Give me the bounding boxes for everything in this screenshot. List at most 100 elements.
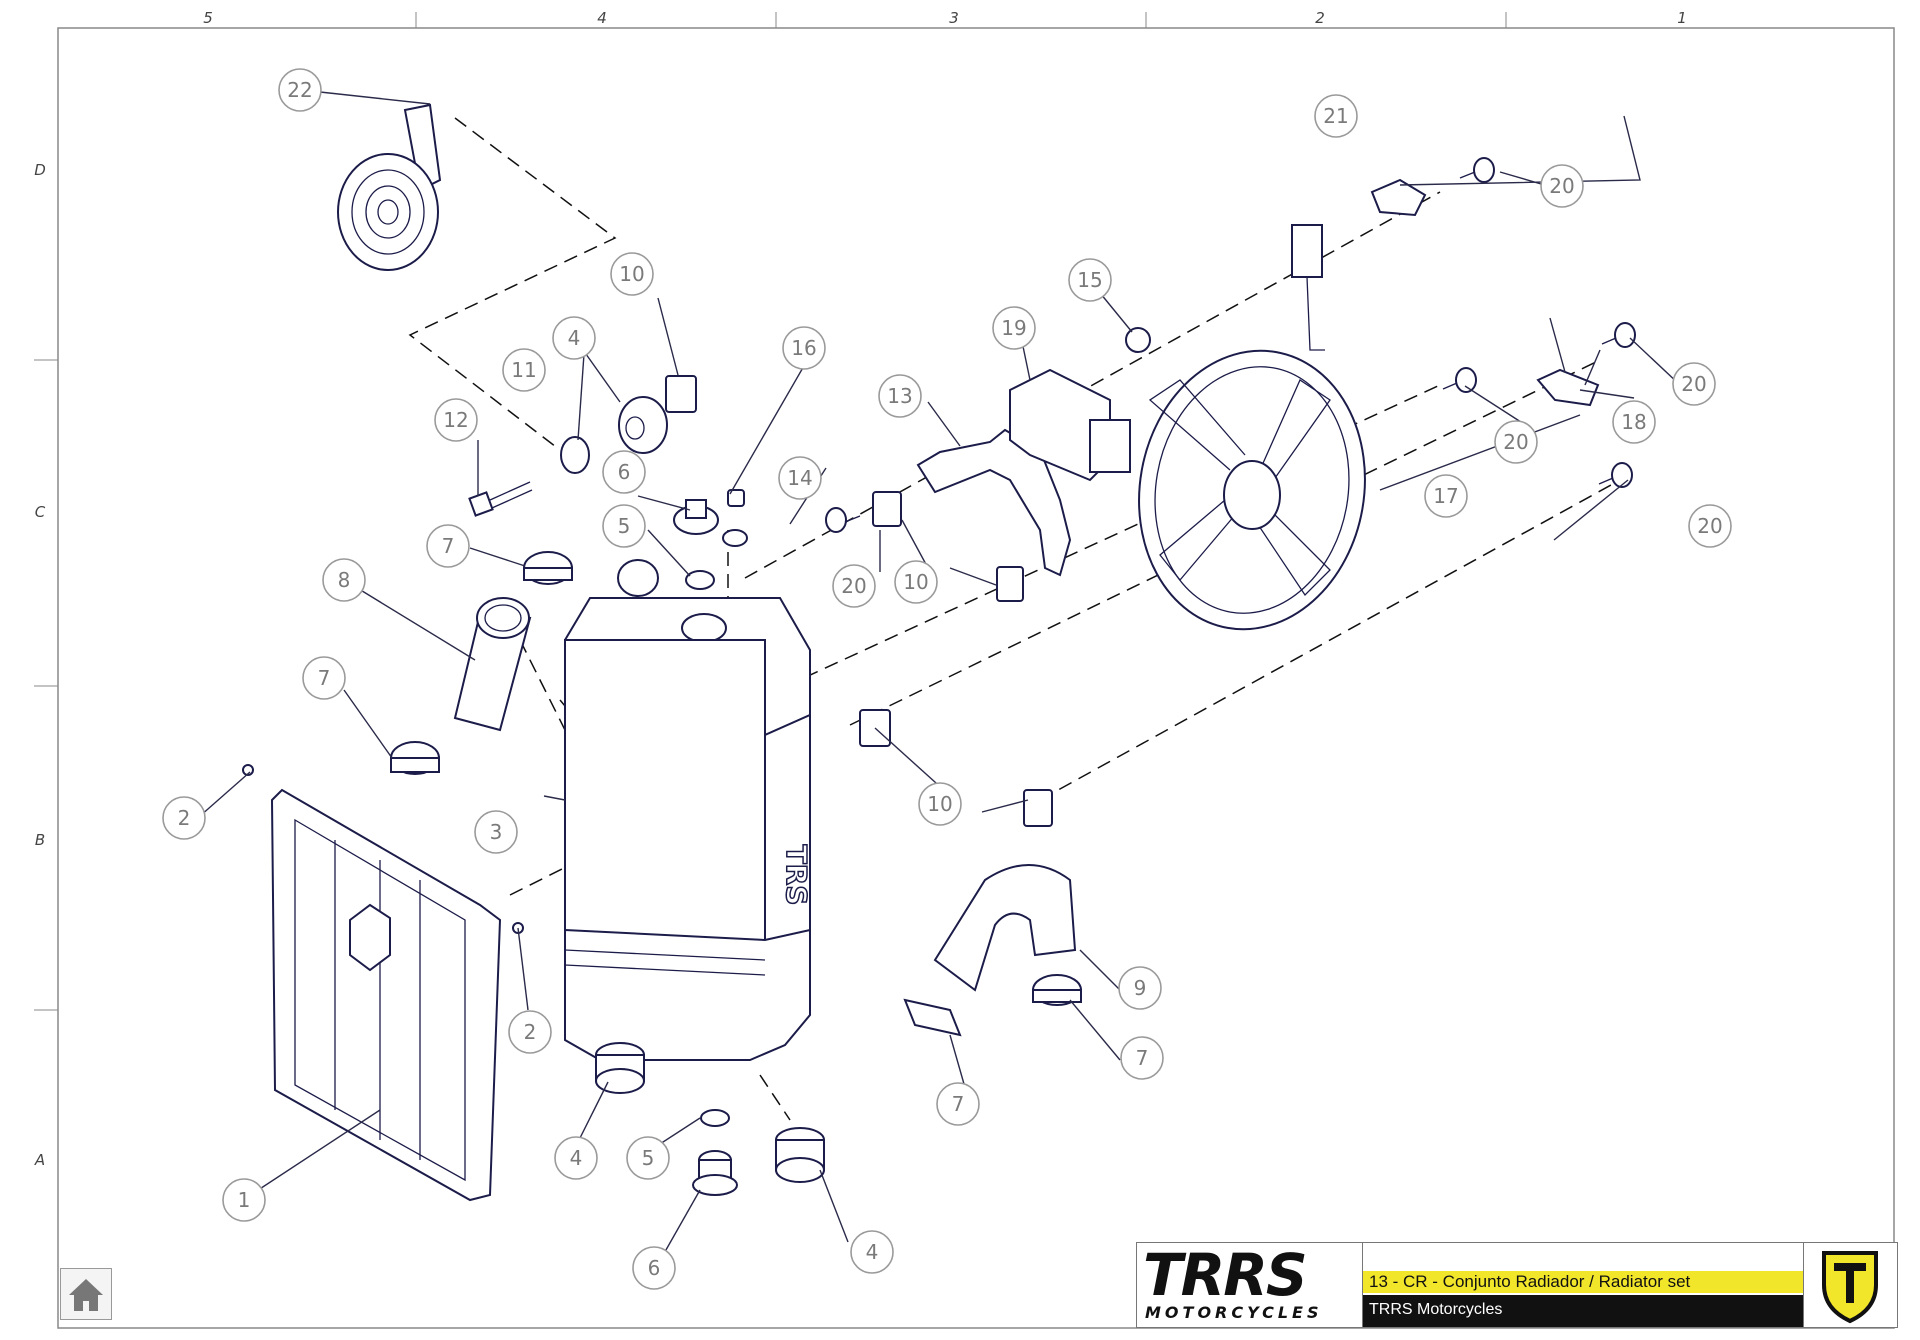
svg-text:17: 17 [1433, 484, 1458, 508]
lower-grommet-part [595, 1042, 825, 1183]
small-screw-part [242, 764, 254, 776]
svg-text:3: 3 [490, 820, 503, 844]
svg-text:5: 5 [618, 514, 631, 538]
callout-6: 6 [632, 1246, 676, 1290]
upper-hose-part [453, 597, 532, 732]
svg-text:15: 15 [1077, 268, 1102, 292]
trrs-shield-icon [1822, 1251, 1878, 1324]
radiator-guard-part [270, 788, 502, 1202]
callout-17: 17 [1424, 474, 1468, 518]
callout-22: 22 [278, 68, 322, 112]
logo-subtext: MOTORCYCLES [1145, 1303, 1323, 1322]
callout-2: 2 [162, 796, 206, 840]
callout-12: 12 [434, 398, 478, 442]
bolt-part [468, 481, 533, 517]
callout-5: 5 [602, 504, 646, 548]
callout-11: 11 [502, 348, 546, 392]
callout-4: 4 [554, 1136, 598, 1180]
svg-text:5: 5 [642, 1146, 655, 1170]
callout-1: 1 [222, 1178, 266, 1222]
svg-text:10: 10 [927, 792, 952, 816]
callout-4: 4 [552, 316, 596, 360]
drawing-title: 13 - CR - Conjunto Radiador / Radiator s… [1369, 1272, 1691, 1291]
callout-15: 15 [1068, 258, 1112, 302]
title-highlight [1363, 1271, 1803, 1293]
radiator-part: TRS [564, 559, 814, 1061]
subtitle-background [1363, 1295, 1803, 1327]
svg-text:7: 7 [442, 534, 455, 558]
nut-part [1125, 327, 1151, 353]
clip-nut-part [665, 375, 1053, 827]
callout-20: 20 [1540, 164, 1584, 208]
svg-text:6: 6 [618, 460, 631, 484]
washer-part [560, 436, 590, 474]
callout-21: 21 [1314, 94, 1358, 138]
trrs-logo: TRRS MOTORCYCLES [1137, 1243, 1363, 1327]
hose-clamp-part [390, 551, 1082, 1037]
callout-19: 19 [992, 306, 1036, 350]
svg-text:4: 4 [568, 326, 581, 350]
logo-wordmark: TRRS [1143, 1241, 1308, 1309]
grommet-part [618, 396, 668, 454]
drawing-subtitle: TRRS Motorcycles [1369, 1301, 1503, 1318]
svg-text:10: 10 [903, 570, 928, 594]
svg-text:9: 9 [1134, 976, 1147, 1000]
svg-text:20: 20 [1697, 514, 1722, 538]
svg-text:12: 12 [443, 408, 468, 432]
callout-4: 4 [850, 1230, 894, 1274]
mounting-bracket-part [916, 428, 1072, 577]
grid-col-label: 5 [203, 9, 213, 27]
grid-row-label: C [35, 503, 46, 521]
cooling-fan-part [1138, 224, 1366, 631]
callout-20: 20 [1672, 362, 1716, 406]
svg-text:11: 11 [511, 358, 536, 382]
grid-row-label: D [34, 161, 46, 179]
callout-20: 20 [1688, 504, 1732, 548]
badge-cell [1803, 1243, 1897, 1327]
callout-9: 9 [1118, 966, 1162, 1010]
svg-text:14: 14 [787, 466, 812, 490]
callout-10: 10 [918, 782, 962, 826]
callout-2: 2 [508, 1010, 552, 1054]
svg-text:2: 2 [524, 1020, 537, 1044]
grid-columns: 5 4 3 2 1 [203, 9, 1687, 28]
callout-6: 6 [602, 450, 646, 494]
svg-text:10: 10 [619, 262, 644, 286]
svg-text:8: 8 [338, 568, 351, 592]
title-block: TRRS MOTORCYCLES 13 - CR - Conjunto Radi… [1136, 1242, 1898, 1328]
callout-10: 10 [610, 252, 654, 296]
svg-text:22: 22 [287, 78, 312, 102]
grid-col-label: 1 [1677, 9, 1687, 27]
grid-rows: D C B A [34, 161, 58, 1169]
svg-text:20: 20 [841, 574, 866, 598]
svg-text:1: 1 [238, 1188, 251, 1212]
svg-text:19: 19 [1001, 316, 1026, 340]
callout-7: 7 [1120, 1036, 1164, 1080]
svg-text:20: 20 [1549, 174, 1574, 198]
drain-plug-part [692, 1150, 738, 1196]
svg-text:18: 18 [1621, 410, 1646, 434]
callout-10: 10 [894, 560, 938, 604]
home-button[interactable] [60, 1268, 112, 1320]
svg-text:7: 7 [1136, 1046, 1149, 1070]
cable-clip-part [1370, 178, 1600, 407]
svg-text:13: 13 [887, 384, 912, 408]
callout-8: 8 [322, 558, 366, 602]
callout-14: 14 [778, 456, 822, 500]
svg-text:7: 7 [318, 666, 331, 690]
grid-col-label: 3 [949, 9, 959, 27]
svg-text:20: 20 [1681, 372, 1706, 396]
o-ring-part [685, 570, 715, 590]
callout-7: 7 [302, 656, 346, 700]
horn-part [337, 103, 442, 271]
svg-text:4: 4 [570, 1146, 583, 1170]
bleed-screw-part [727, 489, 745, 507]
svg-text:7: 7 [952, 1092, 965, 1116]
callout-7: 7 [936, 1082, 980, 1126]
callouts: 1 2 2 3 4 4 4 4 5 5 6 6 7 7 7 7 7 8 9 10… [162, 68, 1732, 1290]
grid-row-label: B [35, 831, 45, 849]
radiator-brand-text: TRS [780, 845, 813, 906]
callout-18: 18 [1612, 400, 1656, 444]
grid-col-label: 2 [1315, 9, 1325, 27]
